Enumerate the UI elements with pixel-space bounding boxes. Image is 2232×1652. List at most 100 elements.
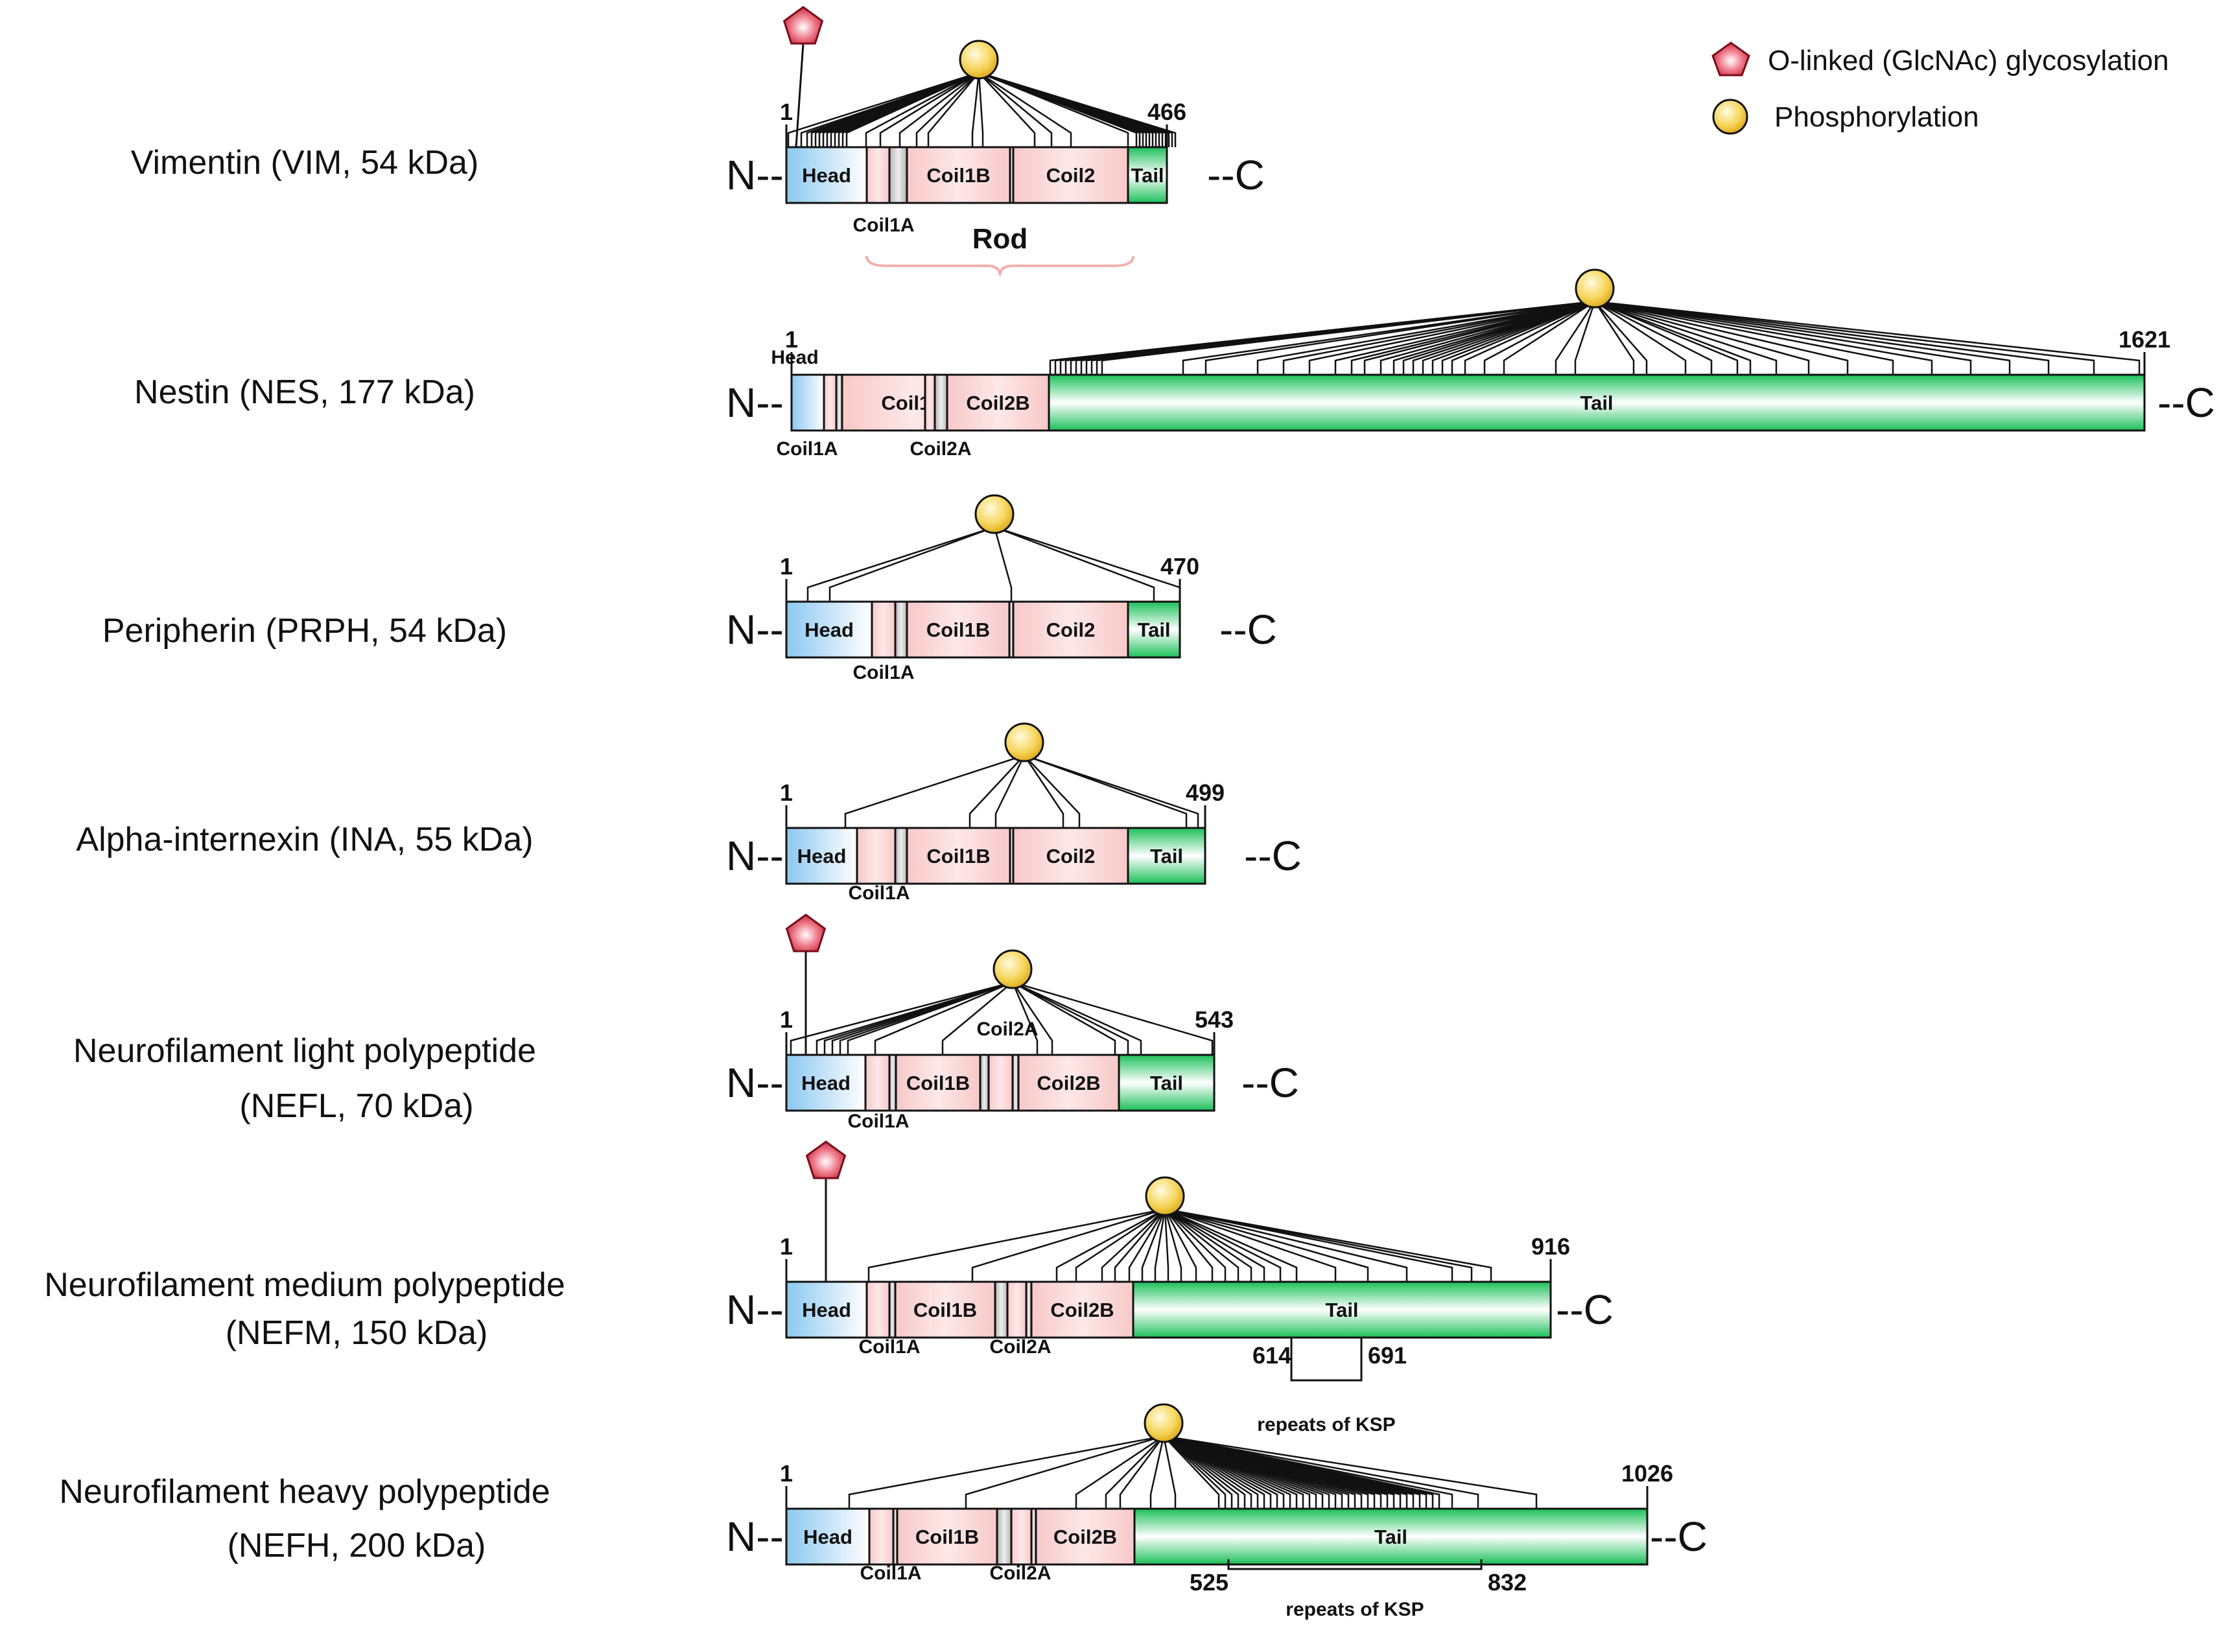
phosphorylation-site-line [1164, 1208, 1408, 1282]
phosphorylation-site-line [1594, 300, 1972, 375]
linker-domain [979, 1054, 990, 1112]
head-domain-label: Head [801, 1072, 851, 1094]
rod-domain [1012, 600, 1129, 659]
rod-domain [865, 146, 891, 204]
phosphorylation-site-line [1163, 1435, 1278, 1509]
end-residue-label: 543 [1195, 1006, 1234, 1033]
phosphorylation-site-line [1182, 300, 1595, 375]
head-domain-label: Head [805, 619, 854, 641]
below-domain-label: Coil1A [852, 215, 914, 236]
linker-domain [888, 146, 908, 204]
rod-domain-label: Coil1B [915, 1526, 979, 1548]
phosphorylation-site-line [847, 981, 1013, 1055]
tail-domain [1048, 373, 2146, 432]
phosphorylation-circle-icon [1004, 722, 1044, 762]
phosphorylation-site-line [1024, 755, 1081, 828]
protein-row: Alpha-internexin (INA, 55 kDa)N----CHead… [76, 722, 1302, 904]
n-terminus-label: N-- [726, 606, 784, 653]
phosphorylation-site-line [1075, 1435, 1164, 1509]
start-residue-label: 1 [780, 1233, 793, 1260]
phosphorylation-site-line [1164, 1208, 1282, 1282]
phosphorylation-site-line [978, 72, 1053, 147]
phosphorylation-site-line [1075, 1208, 1166, 1282]
tail-domain-label: Tail [1137, 619, 1170, 641]
phosphorylation-site-line [1011, 982, 1039, 1055]
phosphorylation-site-line [978, 72, 1036, 147]
linker-domain [934, 373, 948, 432]
phosphorylation-site-line [1163, 1435, 1479, 1509]
head-domain [785, 600, 873, 659]
end-residue-label: 916 [1531, 1233, 1570, 1260]
below-domain-label: Coil2A [910, 438, 971, 460]
phosphorylation-site-line [1023, 755, 1064, 828]
phosphorylation-site-line [1441, 300, 1595, 375]
legend-glycosylation-label: O-linked (GlcNAc) glycosylation [1768, 45, 2169, 77]
phosphorylation-site-line [831, 981, 1013, 1055]
rod-domain-label: Coil1B [926, 845, 990, 867]
phosphorylation-site-line [1163, 1435, 1453, 1509]
n-terminus-label: N-- [726, 1513, 784, 1560]
phosphorylation-site-line [1055, 1208, 1166, 1282]
phosphorylation-site-line [1412, 300, 1595, 375]
end-residue-label: 470 [1160, 553, 1199, 580]
phosphorylation-site-line [845, 71, 980, 147]
phosphorylation-site-line [978, 71, 1147, 147]
phosphorylation-site-line [865, 71, 980, 147]
phosphorylation-site-line [1594, 300, 1933, 375]
phosphorylation-site-line [1163, 1435, 1440, 1509]
phosphorylation-circle-icon [993, 949, 1033, 989]
below-domain-label: Coil2A [989, 1336, 1051, 1358]
phosphorylation-site-line [1256, 300, 1595, 375]
protein-name: (NEFM, 150 kDa) [226, 1314, 488, 1352]
head-domain-label: Head [803, 1526, 852, 1548]
end-residue-label: 466 [1147, 99, 1186, 125]
phosphorylation-site-line [978, 71, 1129, 147]
below-domain-label: Coil1A [847, 1111, 909, 1132]
legend-phosphorylation-label: Phosphorylation [1774, 101, 1979, 133]
c-terminus-label: --C [1244, 832, 1302, 879]
phosphorylation-site-line [1012, 981, 1142, 1055]
end-residue-label: 1026 [1621, 1460, 1673, 1487]
below-domain-label: Coil1A [852, 662, 914, 683]
phosphorylation-site-line [1594, 300, 1752, 375]
linker-domain [894, 600, 908, 659]
rod-domain-label: Coil2B [1053, 1526, 1117, 1548]
phosphorylation-site-line [1594, 300, 2095, 375]
rod-domain [823, 373, 838, 432]
phosphorylation-site-line [1164, 1208, 1298, 1282]
phosphorylation-site-line [1594, 300, 1713, 375]
protein-row: Neurofilament medium polypeptide(NEFM, 1… [44, 1140, 1614, 1435]
phosphorylation-site-line [879, 71, 980, 147]
rod-domain [924, 373, 936, 432]
phosphorylation-site-line [965, 1435, 1164, 1509]
c-terminus-label: --C [1650, 1513, 1708, 1560]
phosphorylation-site-line [1163, 1435, 1298, 1509]
phosphorylation-site-line [1164, 1208, 1492, 1282]
phosphorylation-site-line [1164, 1208, 1337, 1282]
rod-domain-label: Coil1B [926, 619, 990, 641]
rod-domain-label: Coil2B [1050, 1299, 1114, 1321]
rod-domain [865, 1280, 891, 1339]
phosphorylation-site-line [1119, 1435, 1165, 1509]
phosphorylation-site-line [1164, 1208, 1369, 1282]
phosphorylation-site-line [1164, 1209, 1197, 1282]
rod-domain [1030, 1280, 1134, 1339]
phosphorylation-site-line [978, 71, 1141, 147]
rod-domain [1006, 1280, 1028, 1339]
phosphorylation-site-line [915, 72, 980, 147]
phosphorylation-site-line [978, 71, 1072, 147]
n-terminus-label: N-- [726, 152, 784, 198]
phosphorylation-site-line [969, 755, 1025, 828]
phosphorylation-site-line [994, 526, 1155, 602]
head-domain-label: Head [802, 1299, 851, 1321]
ksp-bracket [1227, 1559, 1483, 1570]
phosphorylation-site-line [1163, 1435, 1239, 1509]
rod-domain-label: Coil2B [1037, 1072, 1100, 1094]
rod-domain-label: Coil1B [906, 1072, 970, 1094]
rod-domain [946, 373, 1050, 432]
phosphorylation-circle-icon [1144, 1403, 1184, 1443]
phosphorylation-site-line [1464, 300, 1595, 375]
below-domain-label: Coil1A [776, 438, 838, 460]
end-residue-label: 499 [1186, 779, 1225, 806]
